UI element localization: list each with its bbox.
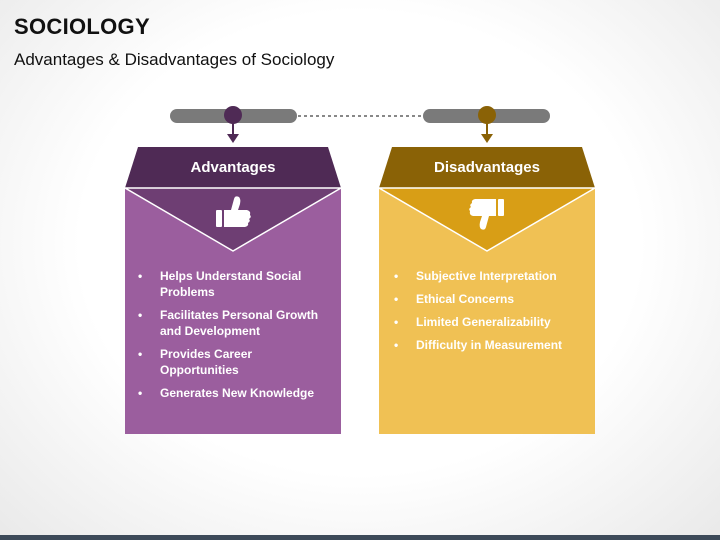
advantages-title: Advantages	[190, 159, 276, 176]
disadvantages-title: Disadvantages	[434, 159, 540, 176]
advantages-item: Generates New Knowledge	[134, 385, 334, 401]
disadvantages-item: Limited Generalizability	[390, 314, 590, 330]
disadvantages-header	[379, 147, 595, 188]
advantages-list: Helps Understand Social Problems Facilit…	[134, 268, 334, 408]
slide-title: SOCIOLOGY	[14, 14, 150, 39]
disadvantages-item: Ethical Concerns	[390, 291, 590, 307]
thumbs-down-icon	[469, 199, 504, 230]
disadvantages-item: Difficulty in Measurement	[390, 337, 590, 353]
disadvantages-pin-arrow	[481, 134, 493, 143]
advantages-item: Helps Understand Social Problems	[134, 268, 334, 300]
footer-bar	[0, 535, 720, 540]
disadvantages-list: Subjective Interpretation Ethical Concer…	[390, 268, 590, 360]
advantages-item: Provides Career Opportunities	[134, 346, 334, 378]
thumbs-up-icon	[216, 196, 251, 227]
advantages-header	[125, 147, 341, 188]
slide-subtitle: Advantages & Disadvantages of Sociology	[14, 50, 335, 69]
disadvantages-item: Subjective Interpretation	[390, 268, 590, 284]
advantages-pin	[224, 106, 242, 124]
disadvantages-pin	[478, 106, 496, 124]
advantages-pin-arrow	[227, 134, 239, 143]
advantages-item: Facilitates Personal Growth and Developm…	[134, 307, 334, 339]
